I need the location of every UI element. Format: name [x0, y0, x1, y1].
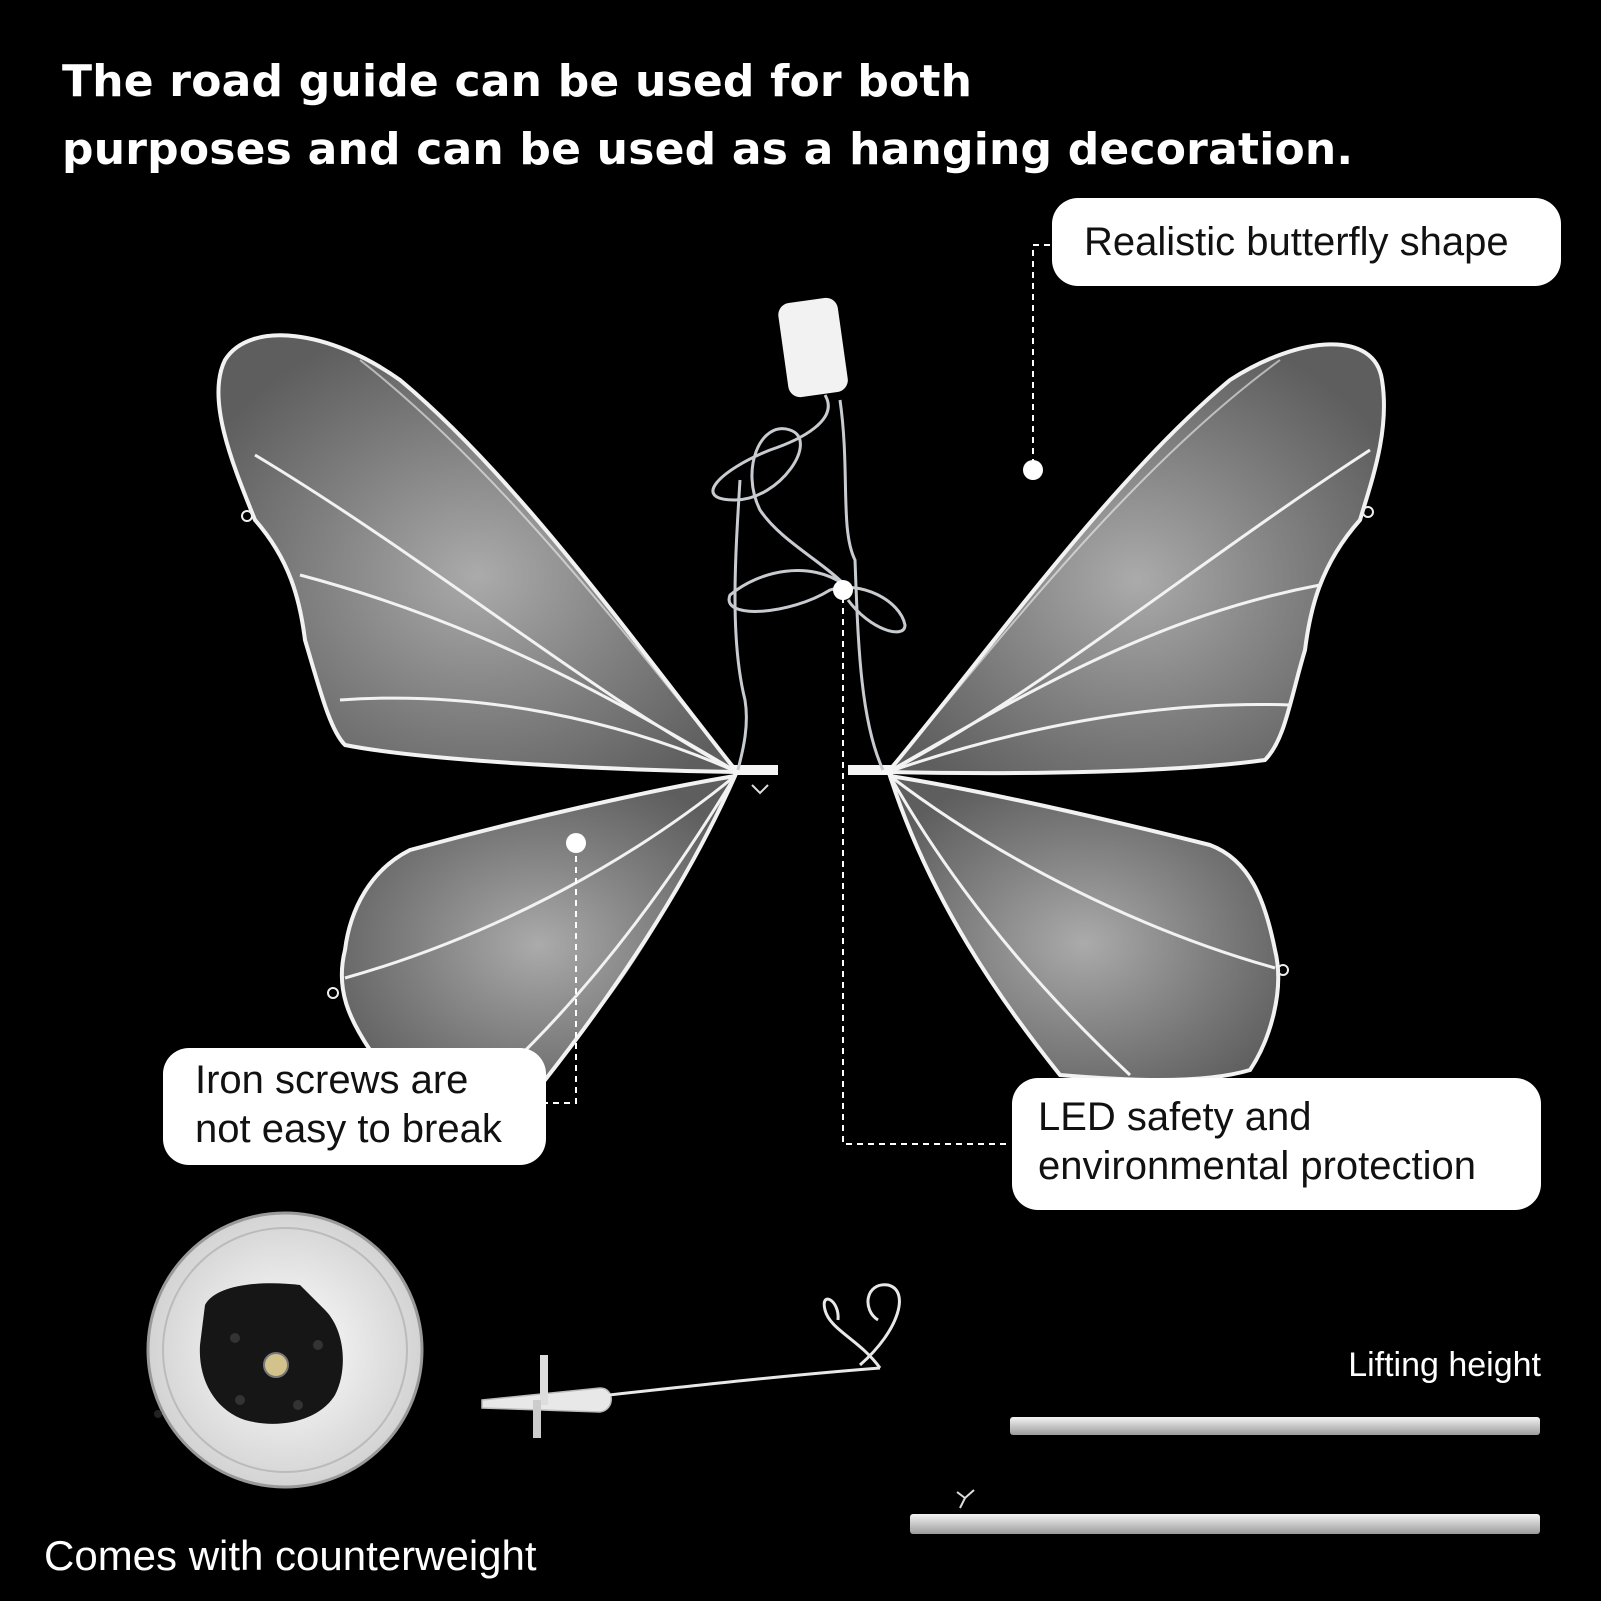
callout-butterfly-shape: Realistic butterfly shape [1052, 198, 1561, 286]
support-pole-icon [910, 1417, 1540, 1534]
marker-dot [1023, 460, 1043, 480]
caption-counterweight: Comes with counterweight [44, 1532, 537, 1579]
counterweight-base-icon [146, 1211, 424, 1489]
upper-right-wing [883, 342, 1386, 776]
led-driver-box-icon [711, 297, 907, 771]
headline-line-2: purposes and can be used as a hanging de… [62, 124, 1354, 175]
callout-led-safety-line-1: LED safety and [1038, 1095, 1312, 1139]
headline-line-1: The road guide can be used for both [62, 56, 973, 107]
marker-dot [833, 580, 853, 600]
callout-iron-screws-line-2: not easy to break [195, 1107, 502, 1151]
upper-left-wing [216, 333, 742, 775]
callout-led-safety: LED safety and environmental protection [1012, 1078, 1541, 1210]
callout-iron-screws-line-1: Iron screws are [195, 1058, 469, 1102]
callout-led-safety-line-2: environmental protection [1038, 1144, 1477, 1188]
butterfly-wings-photo [216, 333, 1386, 1086]
callout-butterfly-shape-text: Realistic butterfly shape [1084, 220, 1509, 264]
lower-right-wing [887, 773, 1281, 1082]
caption-lifting-height: Lifting height [1348, 1346, 1541, 1384]
callout-leaders [545, 244, 1050, 1145]
callout-iron-screws: Iron screws are not easy to break [163, 1048, 546, 1165]
marker-dot [566, 833, 586, 853]
headline: The road guide can be used for both purp… [62, 48, 1462, 184]
mount-bracket-icon [481, 1283, 901, 1438]
